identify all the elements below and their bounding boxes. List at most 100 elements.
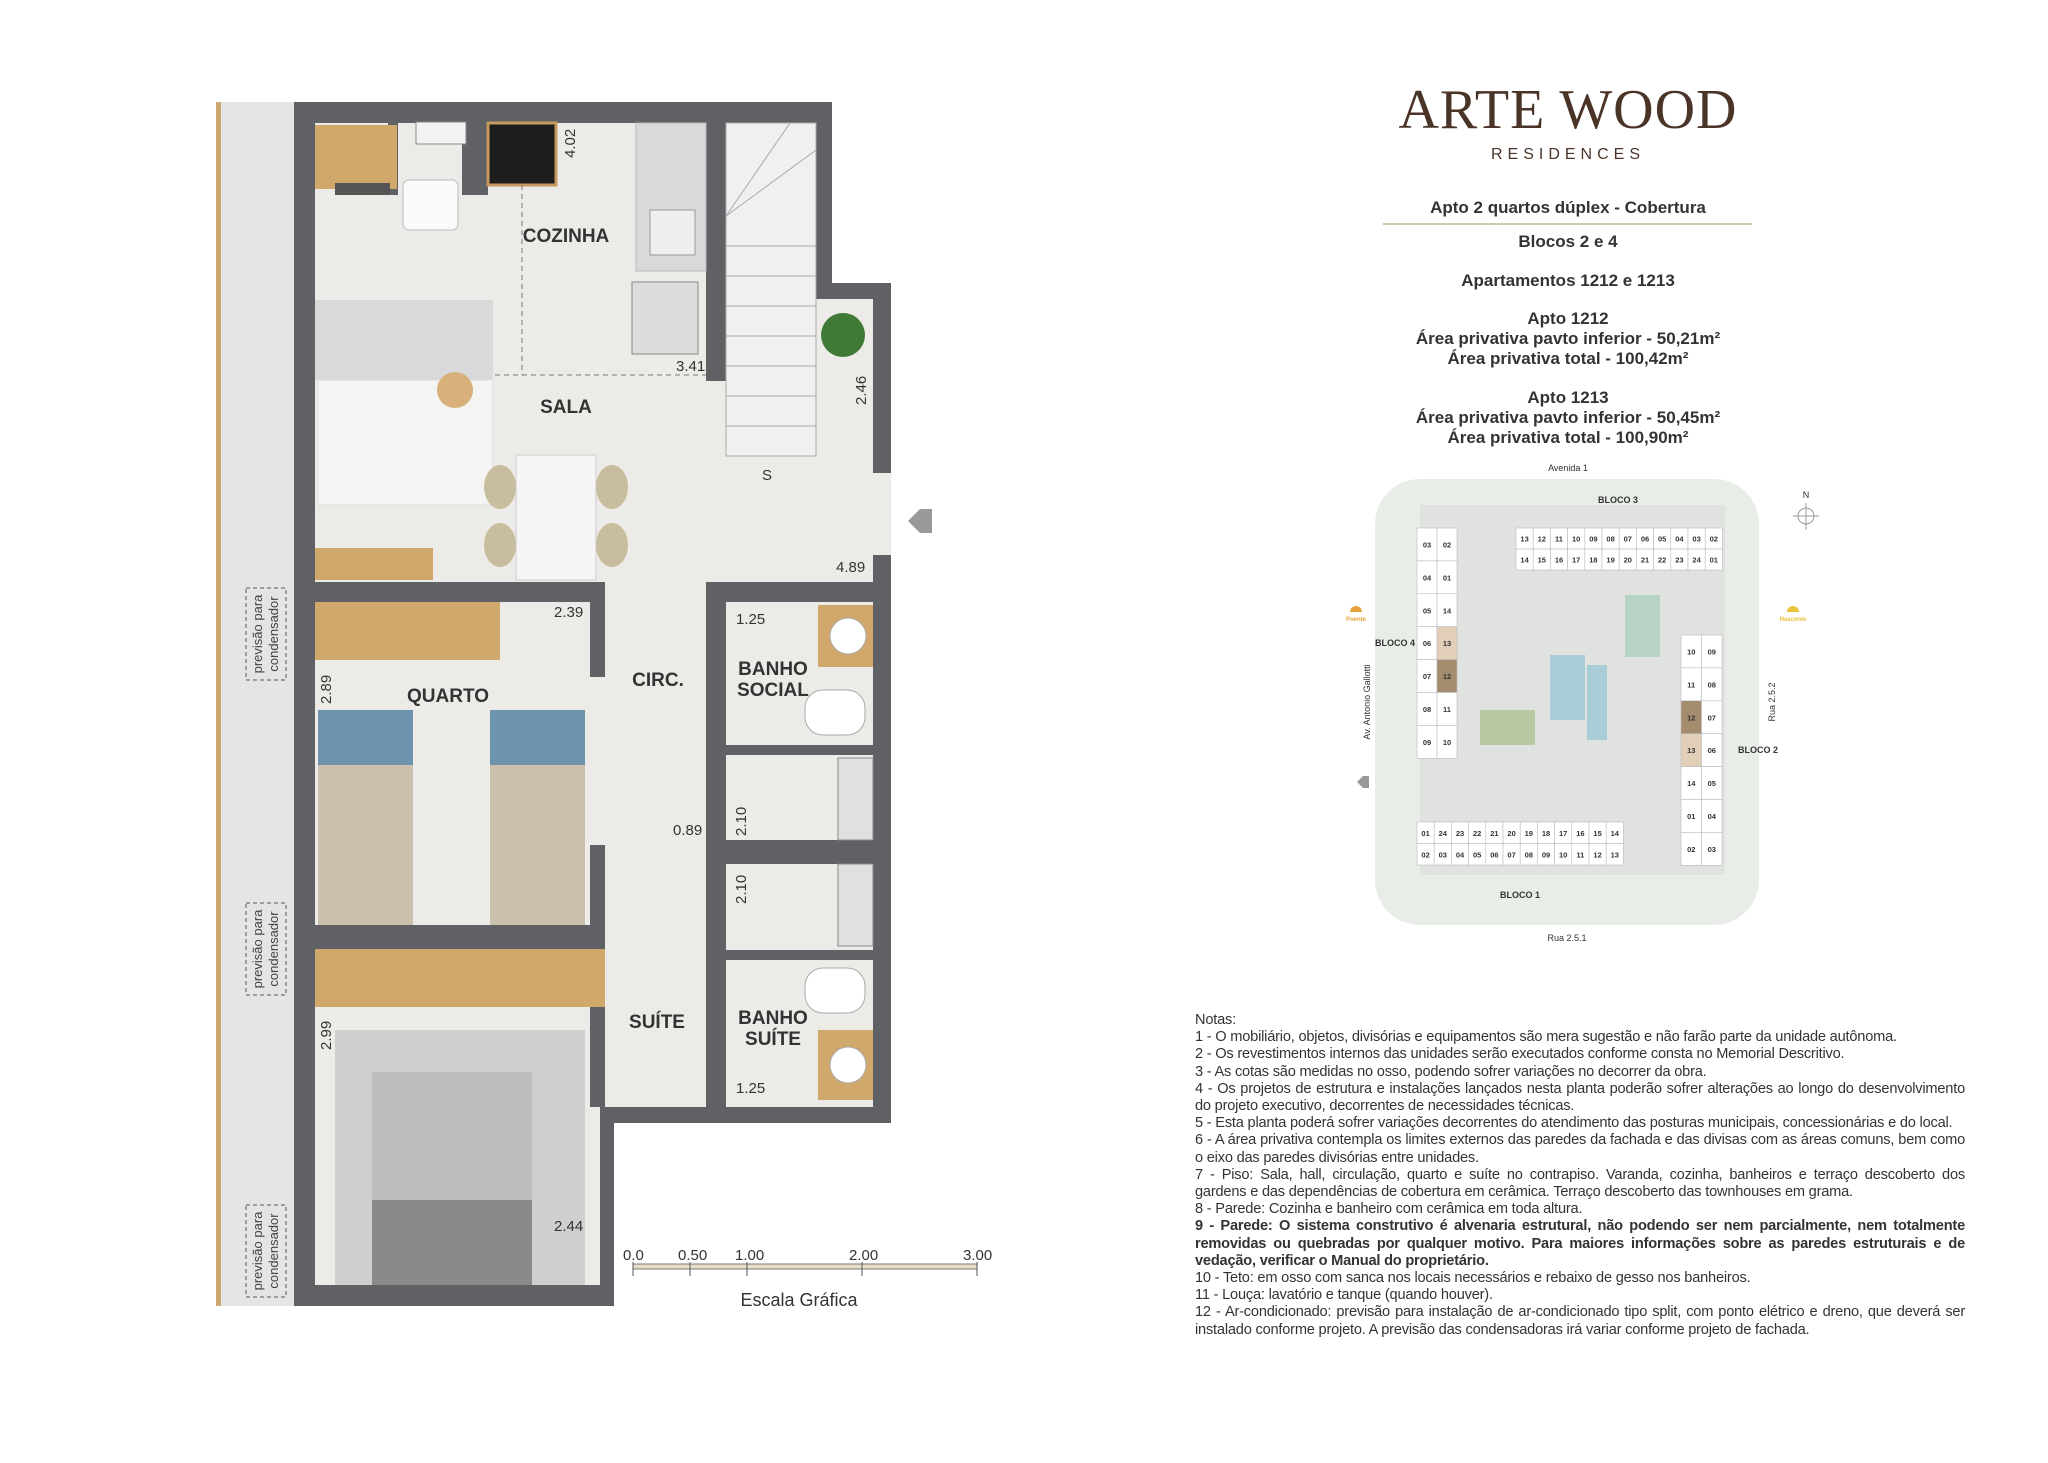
note-item: 10 - Teto: em osso com sanca nos locais …	[1195, 1270, 1751, 1287]
kitchen-sink	[649, 209, 696, 256]
bloco-2-label: BLOCO 2	[1738, 745, 1778, 755]
apto-1212-area-inferior: Área privativa pavto inferior - 50,21m²	[1415, 329, 1721, 348]
street-label-east: Rua 2.5.2	[1767, 682, 1777, 721]
unit-number: 07	[1423, 672, 1431, 681]
unit-number: 05	[1473, 850, 1481, 859]
note-item: 4 - Os projetos de estrutura e instalaçõ…	[1195, 1080, 1965, 1115]
room-label-banho-suite: BANHO	[738, 1008, 808, 1029]
unit-number: 13	[1443, 639, 1451, 648]
room-label-banho-social: BANHO	[738, 659, 808, 680]
unit-number: 04	[1675, 535, 1684, 544]
note-item: 8 - Parede: Cozinha e banheiro com cerâm…	[1195, 1201, 1583, 1218]
note-item: 6 - A área privativa contempla os limite…	[1195, 1132, 1965, 1166]
unit-number: 01	[1710, 556, 1718, 565]
room-label-sala: SALA	[540, 397, 592, 418]
room-label-quarto: QUARTO	[407, 686, 489, 707]
apto-1212-area-total: Área privativa total - 100,42m²	[1447, 349, 1689, 368]
street-label-west: Av. Antonio Gallotti	[1362, 664, 1372, 739]
unit-number: 12	[1538, 535, 1546, 544]
unit-number: 12	[1687, 713, 1695, 722]
unit-number: 09	[1589, 535, 1597, 544]
unit-number: 09	[1708, 647, 1716, 656]
poente-label: Poente	[1346, 617, 1367, 623]
apartments-label: Apartamentos 1212 e 1213	[1461, 271, 1675, 290]
unit-number: 02	[1421, 850, 1429, 859]
unit-number: 04	[1456, 850, 1465, 859]
condensador-note: previsão para condensador	[245, 1204, 287, 1298]
sunrise-icon	[1787, 606, 1799, 612]
dimension-label: 3.41	[676, 358, 705, 375]
unit-number: 09	[1542, 850, 1550, 859]
wardrobe-quarto	[315, 602, 500, 660]
unit-number: 06	[1490, 850, 1498, 859]
scale-tick-label: 1.00	[735, 1247, 764, 1264]
svg-text:previsão para: previsão para	[250, 909, 265, 989]
room-label-suite: SUÍTE	[629, 1011, 685, 1033]
unit-number: 01	[1443, 573, 1451, 582]
unit-number: 13	[1520, 535, 1528, 544]
bathroom-fixtures	[804, 605, 874, 1100]
unit-number: 05	[1658, 535, 1666, 544]
unit-number: 17	[1572, 556, 1580, 565]
unit-number: 05	[1423, 606, 1431, 615]
tv-stand	[315, 548, 433, 580]
unit-number: 10	[1443, 738, 1451, 747]
unit-number: 23	[1456, 829, 1464, 838]
unit-number: 06	[1423, 639, 1431, 648]
unit-number: 23	[1675, 556, 1683, 565]
facade-edge	[216, 102, 221, 1306]
dimension-label: 2.99	[318, 1021, 335, 1050]
bloco-2-unit-03	[1701, 832, 1723, 866]
unit-number: 14	[1687, 779, 1696, 788]
unit-number: 12	[1443, 672, 1451, 681]
unit-number: 03	[1708, 845, 1716, 854]
unit-number: 12	[1593, 850, 1601, 859]
svg-text:previsão para: previsão para	[250, 1211, 265, 1291]
compass-icon	[1793, 503, 1819, 530]
unit-number: 11	[1576, 850, 1584, 859]
svg-text:condensador: condensador	[266, 596, 281, 672]
staircase[interactable]	[725, 122, 817, 457]
unit-number: 05	[1708, 779, 1716, 788]
unit-number: 07	[1507, 850, 1515, 859]
unit-number: 06	[1708, 746, 1716, 755]
wardrobe-suite	[315, 949, 605, 1007]
bloco-1-unit-13	[1605, 843, 1624, 866]
nascente-label: Nascente	[1780, 617, 1807, 623]
entry-arrow-icon	[908, 509, 932, 533]
scale-tick-label: 0.50	[678, 1247, 707, 1264]
dimension-label: 2.46	[853, 376, 870, 405]
svg-text:condensador: condensador	[266, 911, 281, 987]
floor-plan: COZINHA SALA CIRC. QUARTO BANHO SOCIAL S…	[216, 102, 992, 1323]
room-label-cozinha: COZINHA	[523, 226, 610, 247]
unit-number: 16	[1576, 829, 1584, 838]
dimension-label: 1.25	[736, 611, 765, 628]
unit-number: 14	[1520, 556, 1529, 565]
refrigerator	[631, 281, 699, 355]
unit-number: 24	[1692, 556, 1701, 565]
unit-number: 08	[1708, 680, 1716, 689]
unit-number: 01	[1687, 812, 1695, 821]
unit-number: 04	[1708, 812, 1717, 821]
note-item: 5 - Esta planta poderá sofrer variações …	[1195, 1115, 1953, 1132]
unit-number: 13	[1687, 746, 1695, 755]
dimension-label: 2.89	[318, 675, 335, 704]
unit-number: 09	[1423, 738, 1431, 747]
unit-number: 01	[1421, 829, 1429, 838]
bloco-1-label: BLOCO 1	[1500, 890, 1540, 900]
unit-number: 18	[1542, 829, 1550, 838]
note-item: 3 - As cotas são medidas no osso, podend…	[1195, 1063, 1707, 1080]
room-label-circ: CIRC.	[632, 670, 684, 691]
unit-number: 11	[1687, 680, 1695, 689]
note-item: 2 - Os revestimentos internos das unidad…	[1195, 1046, 1845, 1063]
dimension-label: 4.89	[836, 559, 865, 576]
condensador-note: previsão para condensador	[245, 587, 287, 681]
unit-number: 02	[1443, 540, 1451, 549]
pool-2	[1587, 665, 1607, 740]
unit-number: 16	[1555, 556, 1563, 565]
dimension-label: 2.10	[733, 875, 750, 904]
unit-number: 03	[1423, 540, 1431, 549]
notes: Notas: 1 - O mobiliário, objetos, divisó…	[1195, 1012, 1965, 1339]
unit-number: 08	[1606, 535, 1614, 544]
plant	[821, 313, 865, 357]
